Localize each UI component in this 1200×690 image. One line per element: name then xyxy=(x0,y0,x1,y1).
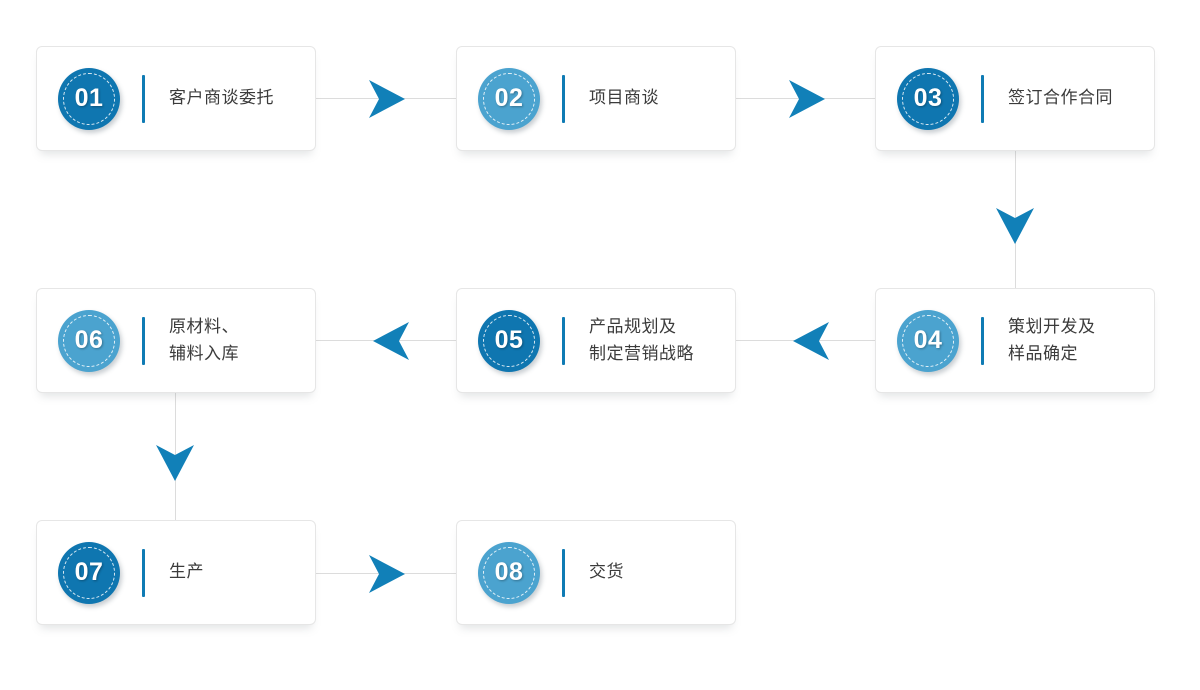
arrow-down-06-07 xyxy=(154,441,196,485)
step-card-05[interactable]: 05 产品规划及 制定营销战略 xyxy=(456,288,736,393)
badge-circle-icon: 06 xyxy=(58,309,120,372)
step-number-08: 08 xyxy=(494,558,524,586)
step-badge-06: 06 xyxy=(58,309,120,372)
step-badge-07: 07 xyxy=(58,541,120,604)
badge-circle-icon: 01 xyxy=(58,67,120,130)
step-card-02[interactable]: 02 项目商谈 xyxy=(456,46,736,151)
step-number-06: 06 xyxy=(74,326,104,354)
step-label-04: 策划开发及 样品确定 xyxy=(1008,317,1096,364)
step-number-05: 05 xyxy=(494,326,524,354)
step-card-08[interactable]: 08 交货 xyxy=(456,520,736,625)
step-number-07: 07 xyxy=(74,558,104,586)
step-badge-08: 08 xyxy=(478,541,540,604)
arrow-right-01-02 xyxy=(365,78,409,120)
step-label-05: 产品规划及 制定营销战略 xyxy=(589,317,694,364)
step-label-01: 客户商谈委托 xyxy=(169,88,274,109)
step-label-02: 项目商谈 xyxy=(589,88,659,109)
badge-circle-icon: 04 xyxy=(897,309,959,372)
step-label-08: 交货 xyxy=(589,562,624,583)
step-badge-04: 04 xyxy=(897,309,959,372)
step-divider-03 xyxy=(981,74,984,123)
step-divider-04 xyxy=(981,316,984,365)
step-badge-03: 03 xyxy=(897,67,959,130)
step-number-04: 04 xyxy=(913,326,943,354)
step-number-01: 01 xyxy=(74,84,104,112)
badge-circle-icon: 02 xyxy=(478,67,540,130)
step-number-02: 02 xyxy=(494,84,524,112)
step-card-03[interactable]: 03 签订合作合同 xyxy=(875,46,1155,151)
step-badge-05: 05 xyxy=(478,309,540,372)
step-card-07[interactable]: 07 生产 xyxy=(36,520,316,625)
step-label-03: 签订合作合同 xyxy=(1008,88,1113,109)
step-divider-08 xyxy=(562,548,565,597)
step-divider-02 xyxy=(562,74,565,123)
step-number-03: 03 xyxy=(913,84,943,112)
arrow-left-04-05 xyxy=(789,320,833,362)
arrow-left-05-06 xyxy=(369,320,413,362)
step-card-01[interactable]: 01 客户商谈委托 xyxy=(36,46,316,151)
badge-circle-icon: 07 xyxy=(58,541,120,604)
badge-circle-icon: 05 xyxy=(478,309,540,372)
step-divider-01 xyxy=(142,74,145,123)
step-card-06[interactable]: 06 原材料、 辅料入库 xyxy=(36,288,316,393)
step-badge-02: 02 xyxy=(478,67,540,130)
arrow-down-03-04 xyxy=(994,204,1036,248)
step-divider-06 xyxy=(142,316,145,365)
step-label-07: 生产 xyxy=(169,562,204,583)
step-badge-01: 01 xyxy=(58,67,120,130)
step-label-06: 原材料、 辅料入库 xyxy=(169,317,239,364)
badge-circle-icon: 03 xyxy=(897,67,959,130)
step-card-04[interactable]: 04 策划开发及 样品确定 xyxy=(875,288,1155,393)
step-divider-05 xyxy=(562,316,565,365)
arrow-right-02-03 xyxy=(785,78,829,120)
arrow-right-07-08 xyxy=(365,553,409,595)
badge-circle-icon: 08 xyxy=(478,541,540,604)
step-divider-07 xyxy=(142,548,145,597)
